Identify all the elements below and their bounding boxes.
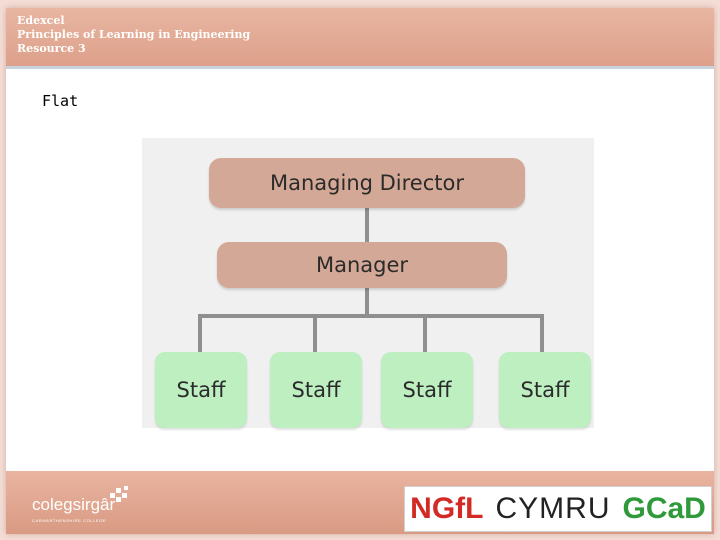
box-staff-4: Staff	[499, 352, 591, 428]
connector-staff-1	[198, 314, 202, 354]
connector-staff-2	[313, 314, 317, 354]
college-mark-icon	[110, 486, 128, 502]
connector-manager-down	[365, 280, 369, 318]
slide-header: Edexcel Principles of Learning in Engine…	[6, 8, 714, 69]
header-course: Principles of Learning in Engineering	[17, 28, 251, 41]
college-name: colegsirgâr	[32, 495, 116, 514]
college-subtitle: CARMARTHENSHIRE COLLEGE	[32, 518, 107, 523]
box-manager: Manager	[217, 242, 507, 288]
ngfl-text: NGfL	[410, 492, 484, 525]
connector-horizontal	[198, 314, 544, 318]
connector-staff-4	[540, 314, 544, 354]
header-publisher: Edexcel	[17, 14, 65, 27]
box-staff-1: Staff	[155, 352, 247, 428]
connector-staff-3	[423, 314, 427, 354]
header-resource: Resource 3	[17, 42, 86, 55]
box-managing-director: Managing Director	[209, 158, 525, 208]
slide-footer: colegsirgâr CARMARTHENSHIRE COLLEGE NGfL…	[6, 471, 714, 534]
box-staff-2: Staff	[270, 352, 362, 428]
org-chart: Managing Director Manager Staff Staff St…	[142, 138, 594, 428]
gcad-text: GCaD	[622, 492, 706, 525]
connector-director-manager	[365, 198, 369, 244]
ngfl-cymru-logo: NGfL CYMRU GCaD	[404, 486, 712, 532]
slide: Edexcel Principles of Learning in Engine…	[6, 8, 714, 534]
box-staff-3: Staff	[381, 352, 473, 428]
cymru-text: CYMRU	[495, 492, 611, 525]
slide-title: Flat	[42, 92, 79, 110]
